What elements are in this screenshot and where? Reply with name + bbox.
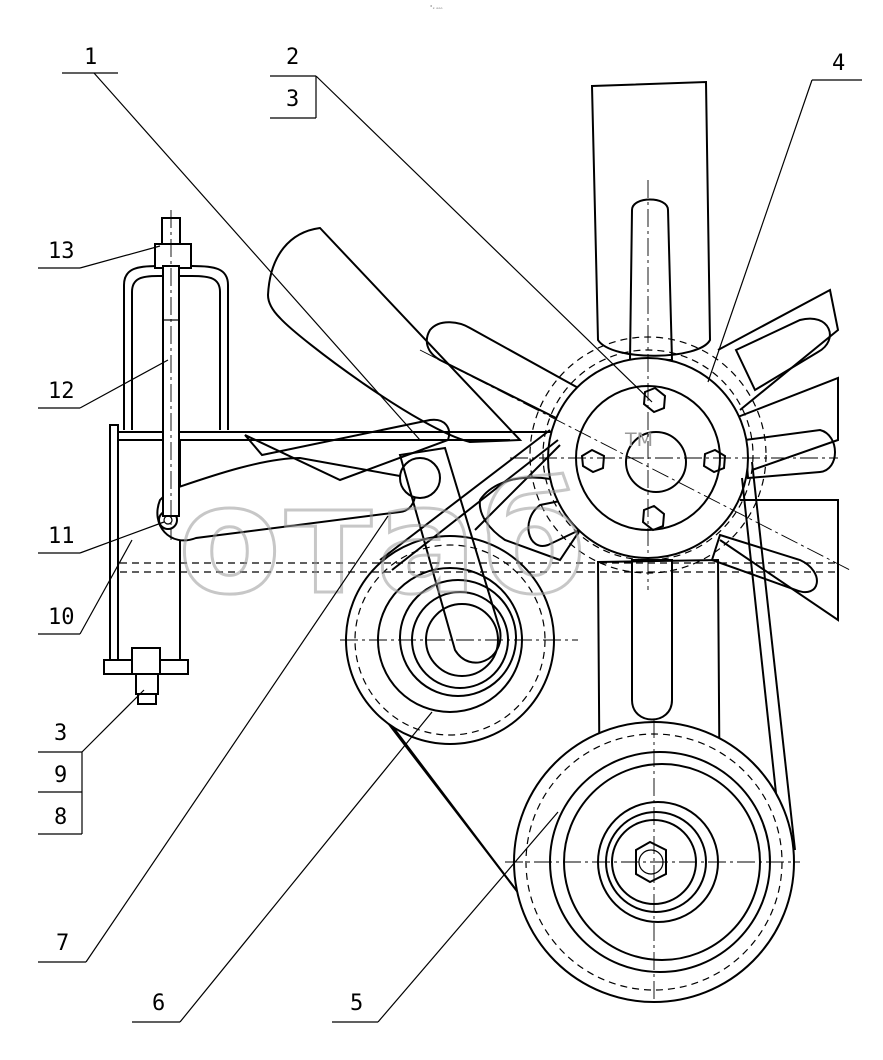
callouts: 1 2 3 4 13 12 11 10 3 9 8 (38, 45, 862, 1023)
callout-7: 7 (56, 931, 69, 956)
trademark-mark: TM (624, 429, 653, 451)
fan-blade-upper-left (266, 226, 523, 444)
callout-13: 13 (48, 239, 75, 264)
fan-blade-top (590, 80, 712, 357)
fan-centerlines (419, 180, 851, 590)
fan-blade-lower-right (719, 499, 839, 622)
callout-2: 2 (286, 45, 299, 70)
crankshaft-pulley (505, 720, 800, 1003)
corner-mark: °ₓ ₒₒₒ (430, 5, 443, 11)
callout-1: 1 (84, 45, 97, 70)
callout-6: 6 (152, 991, 165, 1016)
fan-blade-right (729, 376, 839, 471)
callout-3-bottom: 3 (54, 721, 67, 746)
watermark: отаб (178, 454, 590, 628)
u-bracket (123, 210, 229, 540)
callout-12: 12 (48, 379, 75, 404)
callout-9: 9 (54, 763, 67, 788)
callout-3-top: 3 (286, 87, 299, 112)
callout-8: 8 (54, 805, 67, 830)
tension-pulley (340, 535, 578, 745)
callout-10: 10 (48, 605, 75, 630)
callout-5: 5 (350, 991, 363, 1016)
tensioner-bracket (103, 418, 835, 705)
callout-11: 11 (48, 524, 75, 549)
callout-4: 4 (832, 51, 845, 76)
